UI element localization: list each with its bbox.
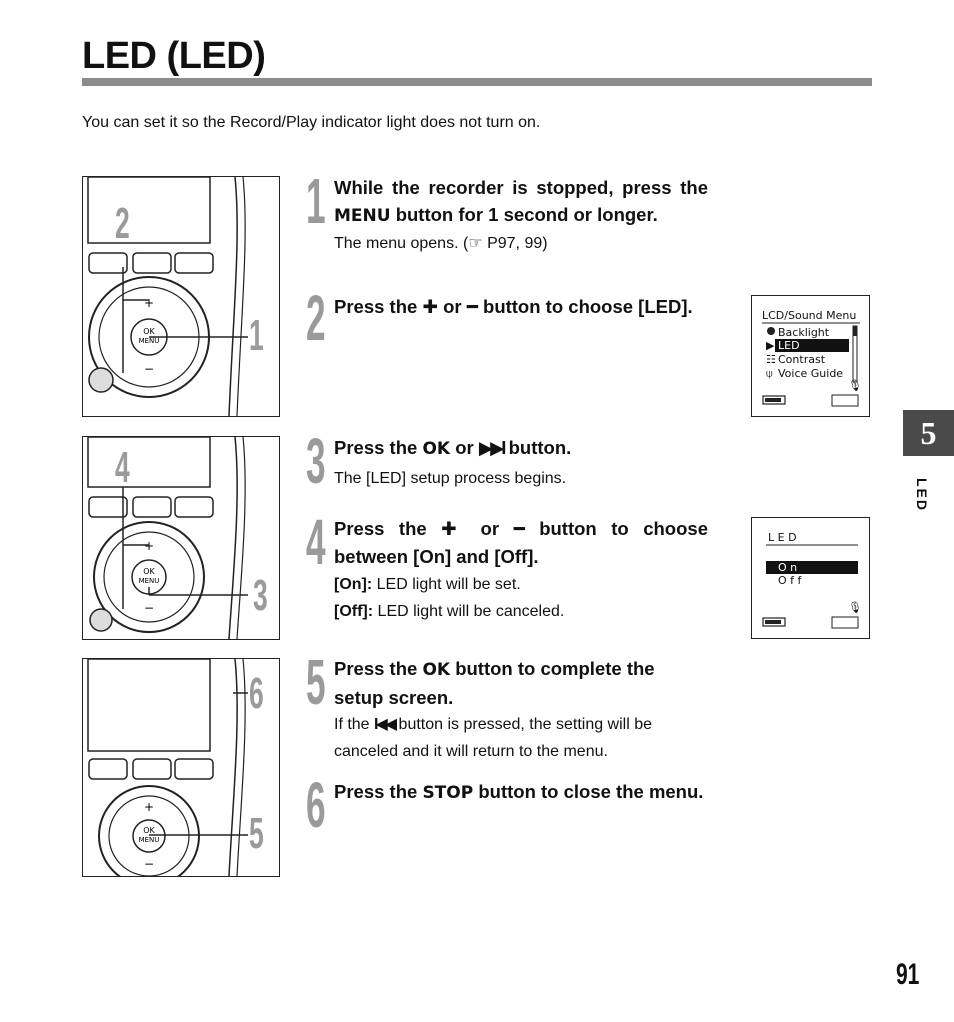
svg-text:🎙: 🎙 — [848, 379, 862, 392]
svg-text:+: + — [144, 296, 154, 310]
step-1: 1 While the recorder is stopped, press t… — [306, 165, 708, 257]
svg-text:▶: ▶ — [766, 339, 775, 352]
callout-2: 2 — [115, 199, 130, 248]
svg-text:−: − — [144, 857, 154, 871]
callout-3: 3 — [253, 571, 268, 620]
lcd-option-off: O f f — [778, 574, 803, 587]
step-number: 4 — [306, 506, 326, 578]
side-section-label: LED — [914, 478, 930, 512]
step-body: If the I◀◀ button is pressed, the settin… — [334, 716, 653, 760]
step-heading: Press the STOP button to close the menu. — [334, 781, 704, 803]
callout-6: 6 — [249, 669, 264, 718]
svg-text:OK: OK — [143, 826, 155, 835]
svg-text:MENU: MENU — [139, 577, 160, 585]
recorder-illustration-1: OK MENU + − 2 1 — [82, 176, 280, 417]
svg-text:☷: ☷ — [766, 353, 776, 366]
lcd-menu-item-led-selected: LED — [778, 339, 800, 352]
minus-icon: ━ — [466, 296, 478, 317]
rewind-icon: I◀◀ — [374, 716, 397, 733]
ok-keyword: OK — [422, 660, 451, 680]
step-number: 5 — [306, 646, 326, 718]
svg-text:−: − — [144, 601, 154, 615]
recorder-illustration-3: OK MENU + − 6 5 — [82, 658, 280, 877]
ok-keyword: OK — [422, 439, 451, 459]
step-heading: Press the ✚ or ━ button to choose [LED]. — [334, 296, 693, 317]
page-title: LED (LED) — [82, 35, 266, 77]
lcd-menu-item-contrast: Contrast — [778, 353, 826, 366]
svg-text:+: + — [144, 539, 154, 553]
lcd-menu-item-voice-guide: Voice Guide — [778, 367, 843, 380]
recorder-illustration-2: OK MENU + − 4 3 — [82, 436, 280, 640]
step-heading: Press the OK or ▶▶I button. — [334, 437, 572, 459]
step-5: 5 Press the OK button to complete the se… — [306, 646, 708, 765]
callout-4: 4 — [115, 443, 130, 492]
option-on: [On]: LED light will be set. — [334, 576, 521, 593]
step-heading: Press the OK button to complete the setu… — [334, 658, 655, 708]
step-number: 1 — [306, 165, 326, 237]
svg-text:⍦: ⍦ — [766, 367, 773, 380]
step-heading: Press the ✚ or ━ button to choose betwee… — [334, 518, 708, 567]
fast-forward-icon: ▶▶I — [478, 437, 507, 458]
page-number: 91 — [896, 958, 920, 991]
step-number: 3 — [306, 425, 326, 497]
step-number: 2 — [306, 282, 326, 354]
lcd-option-on-selected: O n — [778, 561, 797, 574]
callout-1: 1 — [249, 311, 264, 360]
lcd-menu-header: LCD/Sound Menu — [762, 309, 856, 322]
step-3: 3 Press the OK or ▶▶I button. The [LED] … — [306, 425, 708, 497]
option-off: [Off]: LED light will be canceled. — [334, 603, 565, 620]
menu-keyword: MENU — [334, 206, 391, 226]
step-4: 4 Press the ✚ or ━ button to choose betw… — [306, 506, 708, 625]
lcd-led-header: L E D — [768, 531, 797, 544]
lcd-menu-item-backlight: Backlight — [778, 326, 830, 339]
step-body: The [LED] setup process begins. — [334, 470, 567, 487]
plus-icon: ✚ — [441, 518, 467, 539]
callout-5: 5 — [249, 809, 264, 858]
svg-text:OK: OK — [143, 567, 155, 576]
svg-text:+: + — [144, 800, 154, 814]
step-body: The menu opens. (☞ P97, 99) — [334, 235, 548, 252]
lcd-sound-menu-screen: LCD/Sound Menu ▶ ☷ ⍦ Backlight LED Contr… — [751, 295, 870, 417]
svg-text:−: − — [144, 362, 154, 376]
svg-text:MENU: MENU — [139, 337, 160, 345]
minus-icon: ━ — [513, 518, 525, 539]
title-rule — [82, 78, 872, 86]
plus-icon: ✚ — [422, 296, 438, 317]
step-number: 6 — [306, 769, 326, 841]
svg-text:🎙: 🎙 — [848, 601, 862, 614]
svg-text:MENU: MENU — [139, 836, 160, 844]
step-heading: While the recorder is stopped, press the… — [334, 177, 708, 226]
intro-text: You can set it so the Record/Play indica… — [82, 114, 541, 131]
step-6: 6 Press the STOP button to close the men… — [306, 773, 708, 837]
svg-text:OK: OK — [143, 327, 155, 336]
step-2: 2 Press the ✚ or ━ button to choose [LED… — [306, 286, 708, 350]
lcd-led-screen: L E D O n O f f 🎙 — [751, 517, 870, 639]
chapter-tab: 5 — [903, 410, 954, 456]
stop-keyword: STOP — [422, 783, 474, 803]
